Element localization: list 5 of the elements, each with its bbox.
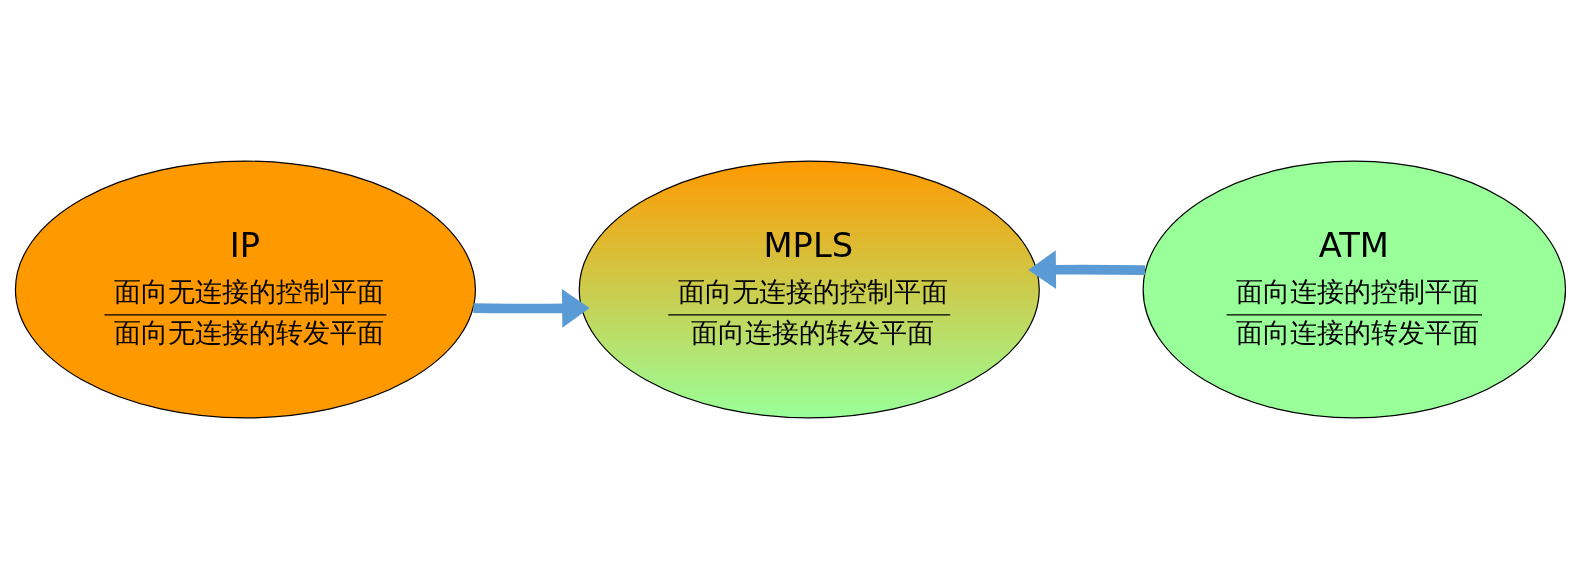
arrow — [473, 289, 590, 328]
node-ellipse: ATM 面向连接的控制平面 面向连接的转发平面 — [1142, 160, 1567, 419]
arrow — [1028, 250, 1146, 290]
node-ellipse: MPLS 面向无连接的控制平面 面向连接的转发平面 — [578, 160, 1040, 419]
node-ellipse: IP 面向无连接的控制平面 面向无连接的转发平面 — [14, 160, 477, 419]
